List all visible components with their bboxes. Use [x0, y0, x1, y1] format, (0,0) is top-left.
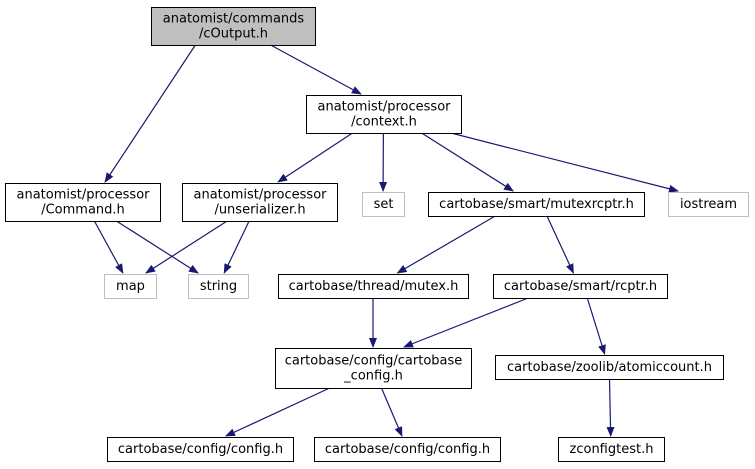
node-config2[interactable]: cartobase/config/config.h	[314, 437, 501, 462]
node-box	[104, 274, 157, 299]
node-box	[362, 192, 405, 217]
edge-mutexrcptr-to-rcptr	[546, 215, 574, 274]
node-label-line: cartobase/config/config.h	[325, 442, 490, 457]
node-rcptr[interactable]: cartobase/smart/rcptr.h	[493, 274, 668, 299]
node-iostream: iostream	[668, 192, 749, 217]
node-label-line: /Command.h	[41, 203, 125, 218]
node-label-line: /unserializer.h	[214, 203, 305, 218]
node-box	[558, 437, 665, 462]
node-label-line: cartobase/config/cartobase	[285, 354, 463, 369]
node-label-line: anatomist/processor	[16, 188, 150, 203]
edge-atomiccount-to-zconfigtest	[606, 378, 615, 437]
node-label-line: cartobase/smart/mutexrcptr.h	[439, 197, 634, 212]
edge-cartobase_config-to-config2	[380, 387, 403, 437]
node-box	[5, 183, 161, 222]
node-set: set	[362, 192, 405, 217]
node-label-line: map	[116, 279, 145, 294]
node-mutexrcptr[interactable]: cartobase/smart/mutexrcptr.h	[428, 192, 645, 217]
edge-context-to-iostream	[450, 132, 679, 193]
node-box	[306, 95, 462, 134]
node-box	[278, 274, 469, 299]
node-box	[182, 183, 338, 222]
node-unserializer[interactable]: anatomist/processor/unserializer.h	[182, 183, 338, 222]
node-label-line: cartobase/smart/rcptr.h	[504, 279, 657, 294]
node-config1[interactable]: cartobase/config/config.h	[107, 437, 294, 462]
node-cartobase_config[interactable]: cartobase/config/cartobase_config.h	[275, 348, 472, 389]
node-label-line: anatomist/commands	[163, 12, 305, 27]
node-map: map	[104, 274, 157, 299]
node-label-line: zconfigtest.h	[570, 442, 654, 457]
node-Command[interactable]: anatomist/processor/Command.h	[5, 183, 161, 222]
edge-mutexrcptr-to-mutex	[396, 215, 496, 274]
edge-context-to-unserializer	[277, 132, 353, 183]
node-cOutput[interactable]: anatomist/commands/cOutput.h	[151, 7, 316, 46]
edge-cartobase_config-to-config1	[225, 387, 331, 437]
edge-context-to-mutexrcptr	[421, 132, 514, 192]
node-box	[428, 192, 645, 217]
node-box	[151, 7, 316, 46]
edge-rcptr-to-cartobase_config	[403, 297, 529, 348]
edges-layer	[93, 44, 679, 437]
node-box	[275, 348, 472, 389]
node-label-line: cartobase/zoolib/atomiccount.h	[507, 360, 712, 375]
node-box	[188, 274, 249, 299]
node-box	[668, 192, 749, 217]
node-context[interactable]: anatomist/processor/context.h	[306, 95, 462, 134]
node-label-line: /context.h	[351, 115, 417, 130]
node-label-line: cartobase/config/config.h	[118, 442, 283, 457]
edge-unserializer-to-string	[223, 220, 250, 274]
node-zconfigtest[interactable]: zconfigtest.h	[558, 437, 665, 462]
nodes-layer: anatomist/commands/cOutput.h anatomist/pr…	[5, 7, 749, 462]
node-label-line: iostream	[680, 197, 737, 212]
node-label-line: cartobase/thread/mutex.h	[289, 279, 459, 294]
edge-Command-to-string	[116, 220, 199, 274]
node-label-line: anatomist/processor	[317, 100, 451, 115]
node-box	[107, 437, 294, 462]
node-label-line: string	[200, 279, 237, 294]
node-string: string	[188, 274, 249, 299]
node-label-line: set	[374, 197, 394, 212]
node-mutex[interactable]: cartobase/thread/mutex.h	[278, 274, 469, 299]
node-label-line: /cOutput.h	[199, 27, 268, 42]
edge-Command-to-map	[93, 220, 124, 274]
edge-unserializer-to-map	[145, 220, 228, 274]
node-atomiccount[interactable]: cartobase/zoolib/atomiccount.h	[495, 355, 724, 380]
node-label-line: _config.h	[343, 369, 403, 384]
node-box	[493, 274, 668, 299]
edge-cOutput-to-context	[270, 44, 362, 95]
node-label-line: anatomist/processor	[193, 188, 327, 203]
edge-cOutput-to-Command	[104, 44, 196, 183]
node-box	[495, 355, 724, 380]
node-box	[314, 437, 501, 462]
edge-rcptr-to-atomiccount	[586, 297, 606, 355]
